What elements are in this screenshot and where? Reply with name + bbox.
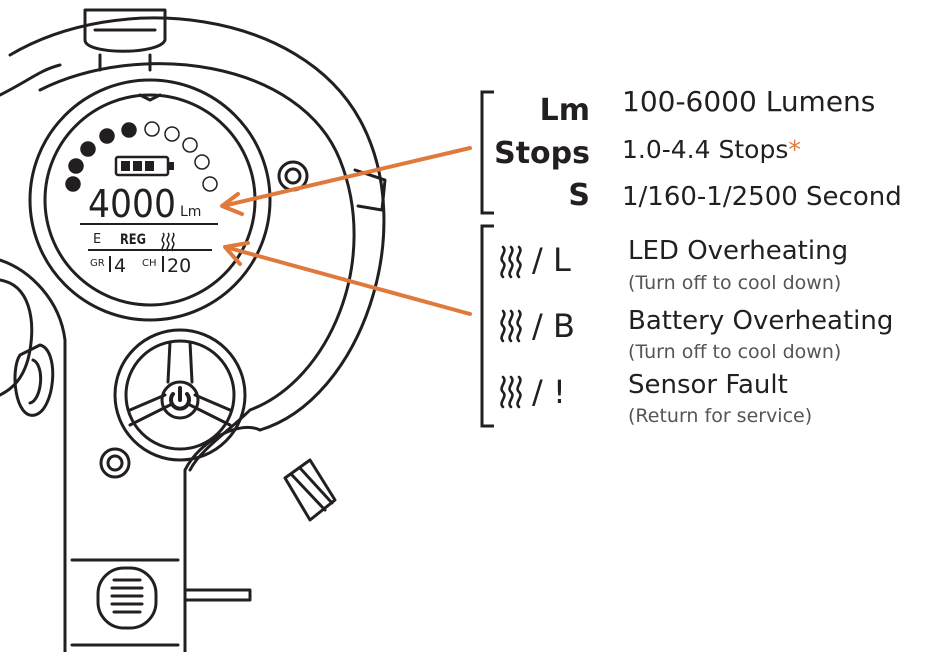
level-dot-filled (65, 176, 81, 192)
display-channel-value: 20 (167, 255, 191, 277)
heat-waves-icon (161, 232, 175, 252)
level-dot-empty (144, 121, 160, 137)
display-unit: Lm (180, 204, 201, 220)
brackets (480, 90, 494, 428)
level-dot-filled (80, 141, 96, 157)
left-slot (13, 343, 55, 417)
footnote-mark: * (788, 135, 801, 164)
unit-lm: Lm (539, 93, 590, 128)
arrow-to-value (225, 146, 472, 207)
side-knob (283, 458, 337, 522)
heat-waves-icon (500, 245, 522, 279)
warning-sensor-note: (Return for service) (628, 405, 813, 427)
level-dot-empty (164, 126, 180, 142)
heat-waves-icon (500, 375, 522, 409)
warning-battery-note: (Turn off to cool down) (628, 341, 842, 363)
unit-bracket (480, 90, 494, 215)
level-dot-empty (182, 137, 198, 153)
value-lm: 100-6000 Lumens (622, 85, 876, 118)
unit-stops: Stops (494, 136, 590, 171)
battery-icon (114, 155, 174, 177)
handle-body (63, 518, 187, 652)
warning-sensor-title: Sensor Fault (628, 370, 788, 400)
code-battery: / B (532, 307, 575, 345)
display-mode-e: E (93, 232, 101, 247)
display-mode-reg: REG (120, 232, 146, 248)
side-tab (353, 168, 387, 212)
level-dot-filled (99, 128, 115, 144)
code-sensor: / ! (532, 373, 566, 411)
head-outer-ring (8, 16, 386, 432)
arrow-to-status (227, 246, 472, 316)
display-group-label: GR (90, 258, 105, 269)
warning-bracket (480, 224, 494, 428)
unit-s: S (568, 178, 590, 213)
power-dial-outer (113, 328, 247, 462)
head-inner-ring (38, 62, 356, 472)
warning-led-title: LED Overheating (628, 236, 849, 266)
warning-battery-title: Battery Overheating (628, 306, 894, 336)
display-value: 4000 (88, 182, 176, 226)
display-group-value: 4 (114, 255, 126, 277)
value-stops: 1.0-4.4 Stops (622, 135, 789, 164)
power-dial-inner (124, 339, 236, 451)
code-led: / L (532, 241, 571, 279)
heat-waves-icon (500, 309, 522, 343)
warning-led-note: (Turn off to cool down) (628, 272, 842, 294)
level-dot-filled (68, 158, 84, 174)
value-stops-row: 1.0-4.4 Stops* (622, 137, 801, 162)
power-dial-spokes (128, 340, 232, 427)
power-icon (169, 386, 191, 411)
level-dots (65, 121, 218, 192)
level-dot-empty (202, 176, 218, 192)
lcd-bezel-outer (28, 78, 272, 322)
callout-arrows (220, 146, 472, 316)
value-s: 1/160-1/2500 Second (622, 182, 902, 212)
level-dot-filled (121, 122, 137, 138)
screw-bottom (99, 447, 131, 479)
handle-knob (96, 566, 158, 630)
handle-inner (70, 558, 180, 647)
handle-lever (183, 588, 252, 602)
display-channel-label: CH (142, 258, 157, 269)
level-dot-empty (194, 154, 210, 170)
top-clip (83, 8, 167, 53)
